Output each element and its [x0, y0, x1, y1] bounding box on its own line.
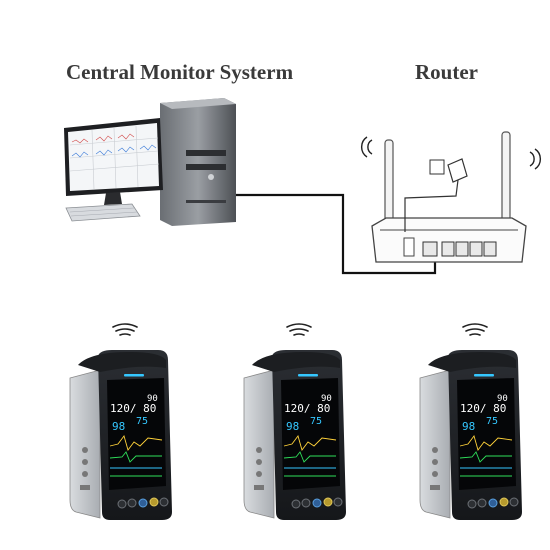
router-label: Router	[415, 60, 478, 84]
pc-tower	[160, 98, 236, 226]
spo2-reading: 98	[462, 420, 475, 433]
wifi-icon	[462, 323, 488, 336]
wifi-icon	[286, 323, 312, 336]
spo2-reading: 98	[286, 420, 299, 433]
router-antenna-icon	[384, 139, 394, 223]
wifi-icon	[361, 136, 541, 170]
rr-reading: 75	[486, 416, 498, 427]
ethernet-port-icon	[422, 241, 497, 257]
patient-monitor: 120/ 80 90 98 75	[243, 323, 346, 520]
patient-monitor: 120/ 80 90 98 75	[69, 323, 172, 520]
patient-monitor: 120/ 80 90 98 75	[419, 323, 522, 520]
keyboard	[65, 203, 141, 222]
router-device	[361, 131, 541, 263]
bp-reading: 120/ 80	[110, 402, 156, 415]
central-monitor-label: Central Monitor Systerm	[66, 60, 294, 84]
wifi-icon	[112, 323, 138, 336]
hr-reading: 90	[147, 394, 158, 404]
spo2-reading: 98	[112, 420, 125, 433]
central-computer	[64, 98, 236, 226]
router-antenna-icon	[501, 131, 511, 223]
rr-reading: 75	[310, 416, 322, 427]
bp-reading: 120/ 80	[284, 402, 330, 415]
hr-reading: 90	[321, 394, 332, 404]
hr-reading: 90	[497, 394, 508, 404]
bp-reading: 120/ 80	[460, 402, 506, 415]
power-adapter-icon	[404, 158, 468, 232]
network-cable	[236, 193, 437, 275]
rr-reading: 75	[136, 416, 148, 427]
